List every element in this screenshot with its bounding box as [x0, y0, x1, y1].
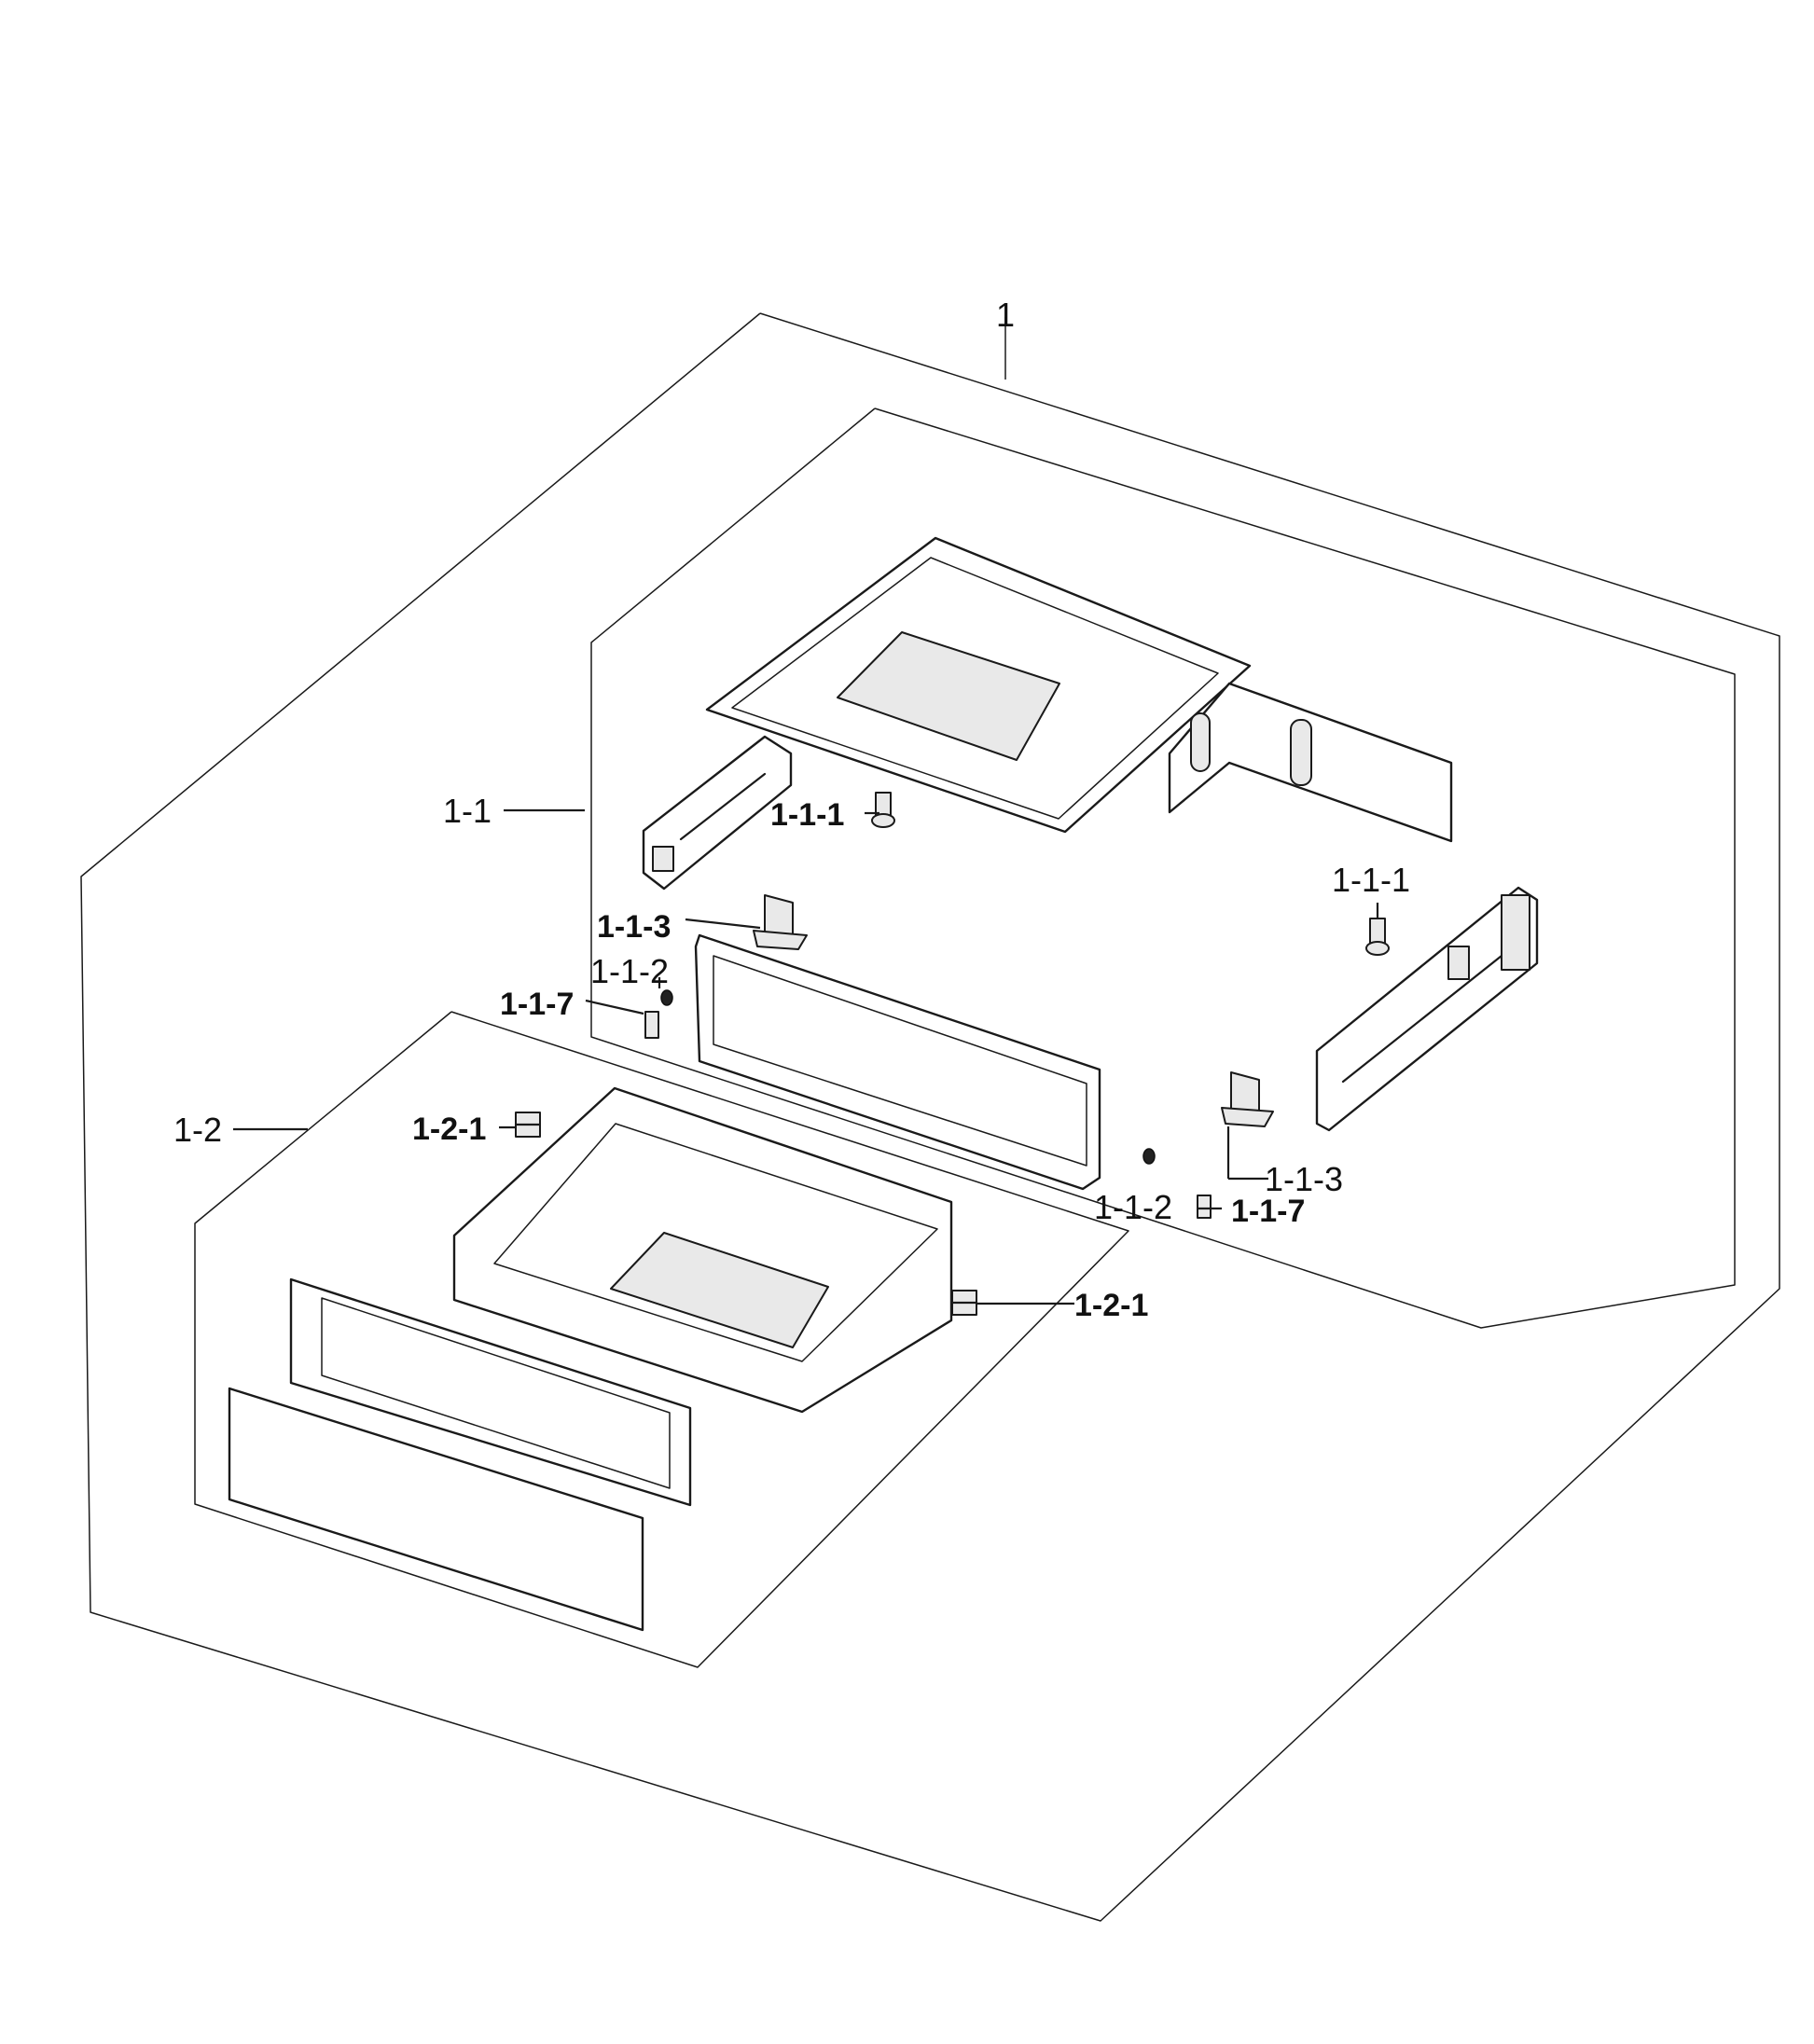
- rear-panel: [1168, 682, 1453, 843]
- bracket-1-1-3-left: [753, 894, 808, 950]
- label-1-1-2-a: 1-1-2: [590, 952, 669, 990]
- clip-1-2-1-left: [514, 1112, 542, 1138]
- label-1-1-1-b: 1-1-1: [1332, 861, 1410, 899]
- clip-1-1-2-left: [660, 989, 673, 1006]
- left-side-rail: [642, 735, 793, 891]
- front-frame-1-1: [694, 933, 1101, 1191]
- subassembly-1-2-boundary: [194, 1011, 1129, 1668]
- clip-1-2-1-right: [950, 1290, 978, 1316]
- label-1-2: 1-2: [173, 1111, 222, 1149]
- label-1-1-3-a: 1-1-3: [597, 909, 671, 945]
- subassembly-1-1-boundary: [590, 407, 1736, 1329]
- foot-1-1-1-left: [871, 792, 895, 828]
- part-labels: 1 1-1 1-1-1 1-1-1 1-1-3 1-1-2 1-1-7 1-2 …: [173, 296, 1410, 1323]
- assembly-1-boundary: [80, 312, 1780, 1922]
- right-side-rail: [1315, 886, 1539, 1132]
- label-1-1-2-b: 1-1-2: [1094, 1188, 1172, 1226]
- label-1: 1: [996, 296, 1015, 334]
- label-1-1-1-a: 1-1-1: [770, 797, 844, 833]
- drawer-front-frame: [289, 1278, 692, 1507]
- label-1-1-3-b: 1-1-3: [1265, 1160, 1343, 1198]
- label-1-1-7-b: 1-1-7: [1231, 1194, 1305, 1229]
- foot-1-1-1-right: [1365, 918, 1390, 956]
- label-1-1: 1-1: [443, 792, 492, 830]
- leader-lines: [233, 808, 1379, 1305]
- label-1-2-1-b: 1-2-1: [1074, 1288, 1148, 1323]
- clip-1-1-2-right: [1142, 1148, 1156, 1165]
- drawer-tub: [452, 1086, 953, 1414]
- bracket-1-1-3-right: [1221, 1071, 1274, 1127]
- drawer-front-panel: [228, 1387, 644, 1632]
- label-1-2-1-a: 1-2-1: [412, 1112, 486, 1147]
- clip-1-1-7-left: [644, 1011, 659, 1039]
- clip-1-1-7-right: [1197, 1195, 1212, 1219]
- label-1-1-7-a: 1-1-7: [500, 987, 574, 1022]
- top-cover-plate: [705, 536, 1252, 834]
